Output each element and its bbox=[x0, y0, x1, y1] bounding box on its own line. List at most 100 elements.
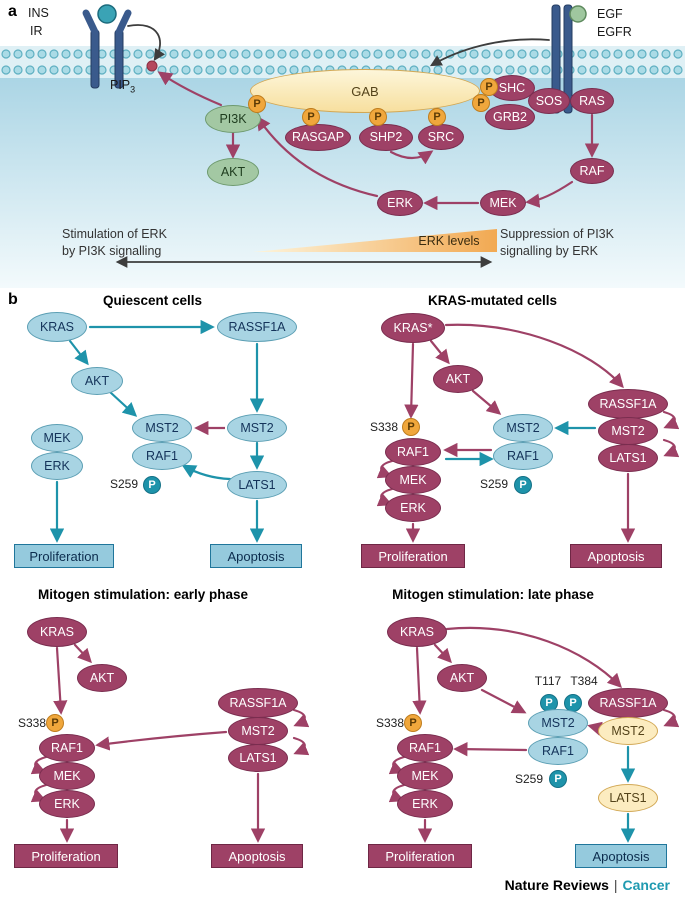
panel-b-letter: b bbox=[8, 291, 18, 308]
ir-label: IR bbox=[30, 24, 43, 38]
erk-levels-label: ERK levels bbox=[418, 234, 480, 248]
node-raf1-bound-q4: RAF1 bbox=[528, 737, 588, 765]
node-lats1-q3: LATS1 bbox=[228, 744, 288, 772]
s338-site-q2: S338 bbox=[369, 420, 398, 434]
phospho-icon: P bbox=[514, 476, 532, 494]
phospho-icon: P bbox=[369, 108, 387, 126]
node-rassf1a-q3: RASSF1A bbox=[218, 688, 298, 718]
node-pi3k: PI3K bbox=[205, 105, 261, 133]
apoptosis-box-q4: Apoptosis bbox=[575, 844, 667, 868]
apoptosis-box-q2: Apoptosis bbox=[570, 544, 662, 568]
node-erk-q3: ERK bbox=[39, 790, 95, 818]
phospho-icon: P bbox=[472, 94, 490, 112]
node-erk-q1: ERK bbox=[31, 452, 83, 480]
proliferation-box-q4: Proliferation bbox=[368, 844, 472, 868]
s338-site-q3: S338 bbox=[17, 716, 46, 730]
node-mst2-free-q1: MST2 bbox=[227, 414, 287, 442]
node-raf1-q1: RAF1 bbox=[132, 442, 192, 470]
egf-ligand-ball bbox=[569, 5, 587, 23]
node-gab: GAB bbox=[250, 69, 480, 113]
node-akt-q1: AKT bbox=[71, 367, 123, 395]
phospho-icon: P bbox=[302, 108, 320, 126]
node-kras-q3: KRAS bbox=[27, 617, 87, 647]
egf-label: EGF bbox=[597, 7, 623, 21]
node-raf1-bound-q2: RAF1 bbox=[493, 442, 553, 470]
phospho-icon: P bbox=[248, 95, 266, 113]
erk-stimulation-caption-line1: Stimulation of ERK bbox=[62, 227, 167, 241]
phospho-icon: P bbox=[428, 108, 446, 126]
node-mst2-complex-q1: MST2 bbox=[132, 414, 192, 442]
node-sos: SOS bbox=[528, 88, 570, 114]
node-kras-q2: KRAS* bbox=[381, 313, 445, 343]
quiescent-arrows bbox=[49, 319, 265, 543]
node-mek-q2: MEK bbox=[385, 466, 441, 494]
node-raf1-active-q2: RAF1 bbox=[385, 438, 441, 466]
kras-mutated-teal-arrows bbox=[444, 420, 597, 467]
node-mek-q1: MEK bbox=[31, 424, 83, 452]
phospho-icon: P bbox=[46, 714, 64, 732]
ins-label: INS bbox=[28, 6, 49, 20]
node-rassf1a-q1: RASSF1A bbox=[217, 312, 297, 342]
phospho-icon: P bbox=[480, 78, 498, 96]
egfr-label: EGFR bbox=[597, 25, 632, 39]
node-akt-q3: AKT bbox=[77, 664, 127, 692]
node-erk-q4: ERK bbox=[397, 790, 453, 818]
proliferation-box-q3: Proliferation bbox=[14, 844, 118, 868]
journal-credit: Nature Reviews|Cancer bbox=[505, 877, 670, 893]
node-src: SRC bbox=[418, 124, 464, 150]
apoptosis-box-q3: Apoptosis bbox=[211, 844, 303, 868]
node-raf1-active-q4: RAF1 bbox=[397, 734, 453, 762]
node-mst2-bound-q2: MST2 bbox=[598, 417, 658, 445]
journal-separator: | bbox=[613, 877, 618, 893]
node-raf: RAF bbox=[570, 158, 614, 184]
egf-receptor bbox=[551, 4, 573, 114]
early-phase-arrows bbox=[30, 643, 310, 843]
node-rasgap: RASGAP bbox=[285, 124, 351, 151]
node-kras-q1: KRAS bbox=[27, 312, 87, 342]
quiescent-title: Quiescent cells bbox=[102, 293, 203, 308]
s259-site-q2: S259 bbox=[479, 477, 508, 491]
proliferation-box-q2: Proliferation bbox=[361, 544, 465, 568]
journal-brand: Nature Reviews bbox=[504, 877, 609, 893]
dark-arrows bbox=[115, 24, 550, 268]
panel-a-arrows bbox=[157, 71, 600, 211]
node-rassf1a-q2: RASSF1A bbox=[588, 389, 668, 419]
node-grb2: GRB2 bbox=[485, 104, 535, 130]
erk-stimulation-caption-line2: by PI3K signalling bbox=[62, 244, 162, 258]
pi3k-suppression-caption-line2: signalling by ERK bbox=[500, 244, 598, 258]
node-akt-q4: AKT bbox=[437, 664, 487, 692]
node-ras: RAS bbox=[570, 88, 614, 114]
node-mek-q4: MEK bbox=[397, 762, 453, 790]
node-mek-q3: MEK bbox=[39, 762, 95, 790]
node-erk-q2: ERK bbox=[385, 494, 441, 522]
proliferation-box-q1: Proliferation bbox=[14, 544, 114, 568]
phospho-icon: P bbox=[549, 770, 567, 788]
journal-name: Cancer bbox=[622, 877, 670, 893]
early-phase-title: Mitogen stimulation: early phase bbox=[37, 587, 249, 602]
late-phase-title: Mitogen stimulation: late phase bbox=[392, 587, 594, 602]
node-mst2-q3: MST2 bbox=[228, 717, 288, 745]
node-raf1-q3: RAF1 bbox=[39, 734, 95, 762]
node-lats1-q4: LATS1 bbox=[598, 784, 658, 812]
node-mst2-complex-q2: MST2 bbox=[493, 414, 553, 442]
pip3-label: PIP3 bbox=[110, 78, 135, 95]
t117-site-q4: T117 bbox=[534, 674, 562, 688]
phospho-icon: P bbox=[404, 714, 422, 732]
node-shp2: SHP2 bbox=[359, 124, 413, 151]
pip3-sub: 3 bbox=[130, 84, 136, 95]
s338-site-q4: S338 bbox=[375, 716, 404, 730]
panel-a-letter: a bbox=[8, 3, 17, 20]
s259-site-q1: S259 bbox=[109, 477, 138, 491]
node-akt-a: AKT bbox=[207, 158, 259, 186]
insulin-ligand-ball bbox=[97, 4, 117, 24]
node-rassf1a-q4: RASSF1A bbox=[588, 688, 668, 718]
node-lats1-q2: LATS1 bbox=[598, 444, 658, 472]
node-mst2-complex-q4: MST2 bbox=[528, 709, 588, 737]
node-akt-q2: AKT bbox=[433, 365, 483, 393]
phospho-icon: P bbox=[143, 476, 161, 494]
erk-levels-gradient bbox=[253, 229, 497, 252]
pi3k-suppression-caption-line1: Suppression of PI3K bbox=[500, 227, 614, 241]
node-mst2-released-q4: MST2 bbox=[598, 717, 658, 745]
phospho-icon: P bbox=[402, 418, 420, 436]
